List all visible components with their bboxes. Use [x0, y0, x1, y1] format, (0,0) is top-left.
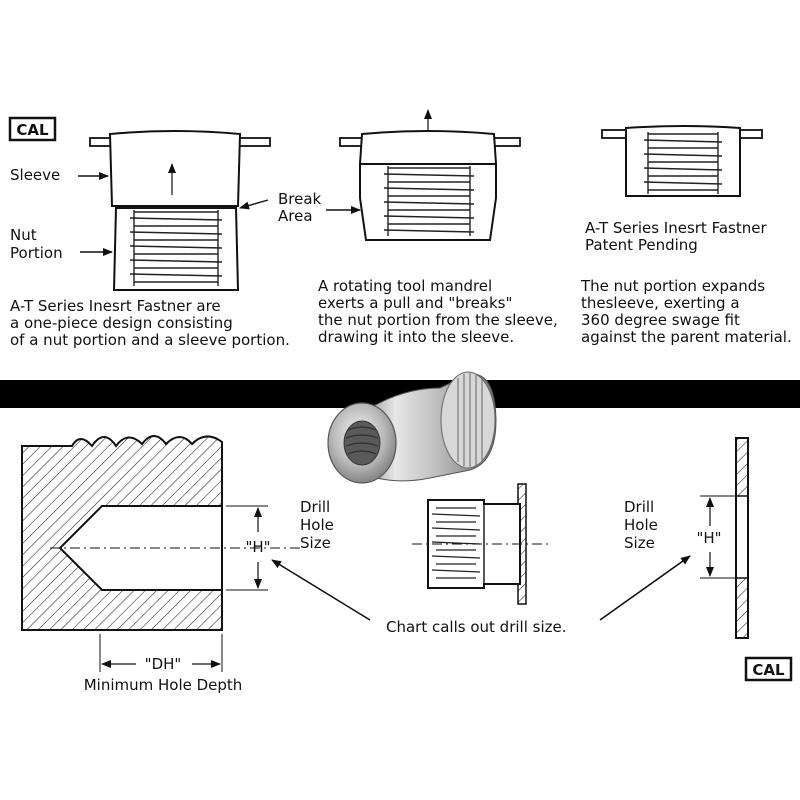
cal-logo-bottom: CAL [744, 656, 793, 682]
callout-arrow-left [271, 559, 371, 621]
callout-arrow-right [599, 555, 691, 621]
panel3-caption-line1: The nut portion expands [580, 277, 765, 295]
logo-text-bottom: CAL [752, 661, 785, 679]
chart-callout: Chart calls out drill size. [386, 618, 567, 636]
panel1-caption-line2: a one-piece design consisting [10, 314, 233, 332]
dh-caption: Minimum Hole Depth [84, 676, 243, 694]
panel2-caption-line4: drawing it into the sleeve. [318, 328, 514, 346]
dh-label: "DH" [145, 655, 182, 673]
drill-right-line2: Hole [624, 516, 658, 534]
drill-left-line3: Size [300, 534, 331, 552]
panel1-caption-line3: of a nut portion and a sleeve portion. [10, 331, 290, 349]
panel3-title-line2: Patent Pending [585, 236, 698, 254]
insert-photo [327, 371, 497, 484]
h-label-right: "H" [696, 529, 721, 547]
h-label-left: "H" [245, 538, 270, 556]
panel3-caption-line3: 360 degree swage fit [581, 311, 740, 329]
drill-left-line1: Drill [300, 498, 330, 516]
nut-label-line1: Nut [10, 226, 37, 244]
h-dimension-left [226, 505, 268, 591]
panel2-caption-line3: the nut portion from the sleeve, [318, 311, 558, 329]
drill-right-line3: Size [624, 534, 655, 552]
panel1-fastener-drawing [89, 130, 271, 291]
break-arrow-left [239, 199, 269, 210]
panel2-caption-line2: exerts a pull and "breaks" [318, 294, 512, 312]
break-label-line2: Area [278, 207, 313, 225]
sleeve-label: Sleeve [10, 166, 60, 184]
panel2-caption-line1: A rotating tool mandrel [318, 277, 492, 295]
drill-right-line1: Drill [624, 498, 654, 516]
logo-text: CAL [16, 121, 49, 139]
panel2-fastener-drawing [339, 109, 521, 241]
insert-side-view [412, 483, 548, 605]
dh-dimension [99, 634, 223, 672]
cal-logo-top: CAL [8, 116, 57, 142]
panel3-title-line1: A-T Series Inesrt Fastner [585, 219, 767, 237]
drill-left-line2: Hole [300, 516, 334, 534]
panel3-caption-line2: thesleeve, exerting a [581, 294, 740, 312]
parent-material-section [21, 435, 300, 631]
panel3-fastener-drawing [601, 125, 763, 197]
nut-label-line2: Portion [10, 244, 63, 262]
panel3-caption-line4: against the parent material. [581, 328, 792, 346]
panel1-caption-line1: A-T Series Inesrt Fastner are [10, 297, 221, 315]
thin-plate-section [700, 437, 749, 639]
break-label-line1: Break [278, 190, 322, 208]
